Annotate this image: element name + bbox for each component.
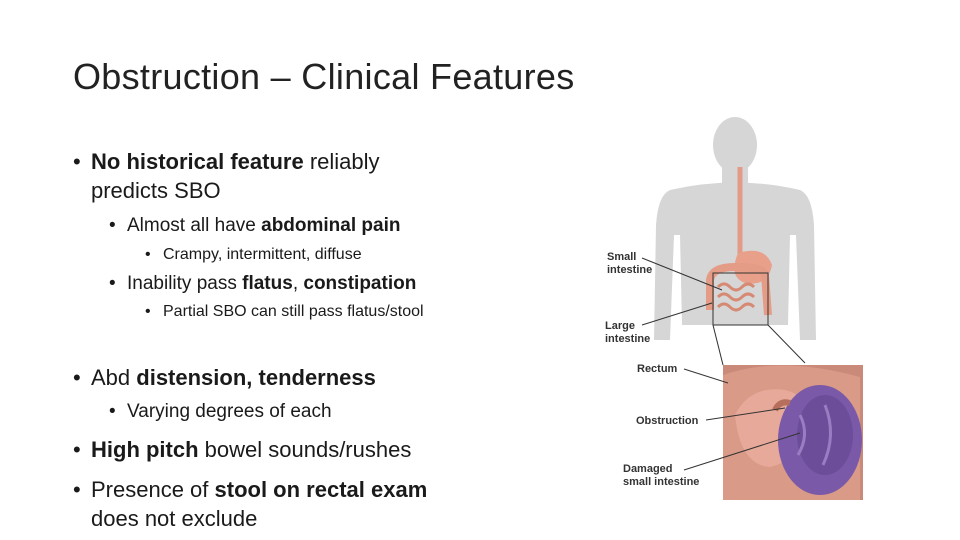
label-line: intestine: [607, 264, 653, 276]
bullet-text: bowel sounds/rushes: [198, 437, 412, 462]
label-small-intestine: Small intestine: [607, 251, 652, 277]
bullet-5: • Partial SBO can still pass flatus/stool: [145, 298, 424, 326]
focus-box: [712, 272, 769, 326]
body-silhouette: [654, 117, 816, 340]
slide-title: Obstruction – Clinical Features: [73, 56, 575, 97]
bullet-dot: •: [73, 365, 81, 390]
bullet-text: Varying degrees of each: [127, 401, 332, 422]
bullet-2: • Almost all have abdominal pain: [109, 212, 400, 240]
bullet-dot: •: [73, 437, 81, 462]
bullet-dot: •: [145, 246, 151, 263]
bullet-4: • Inability pass flatus, constipation: [109, 270, 416, 298]
bullet-1: • No historical feature reliably: [73, 148, 380, 176]
bullet-6: • Abd distension, tenderness: [73, 364, 376, 392]
bullet-bold: distension, tenderness: [136, 365, 376, 390]
bullet-dot: •: [145, 303, 151, 320]
label-rectum: Rectum: [637, 363, 678, 375]
bullet-bold: abdominal pain: [261, 215, 401, 236]
bullet-text: Crampy, intermittent, diffuse: [163, 246, 362, 263]
bullet-dot: •: [109, 401, 116, 422]
bullet-text: Partial SBO can still pass flatus/stool: [163, 303, 424, 320]
bullet-dot: •: [73, 477, 81, 502]
bullet-bold: High pitch: [91, 437, 199, 462]
label-damaged-small-intestine: Damaged small intestine: [623, 463, 699, 489]
bullet-dot: •: [73, 149, 81, 174]
bullet-text: Presence of: [91, 477, 215, 502]
bullet-text: Inability pass: [127, 273, 243, 294]
label-line: Small: [607, 251, 637, 263]
bullet-text: reliably: [303, 149, 380, 174]
bullet-9-continued: does not exclude: [91, 506, 258, 531]
small-intestine: [716, 282, 756, 312]
bullet-8: • High pitch bowel sounds/rushes: [73, 436, 411, 464]
bullet-bold: stool on rectal exam: [214, 477, 428, 502]
callout-lines: [641, 257, 801, 471]
label-large-intestine: Large intestine: [605, 320, 650, 346]
bullet-text: ,: [292, 273, 304, 294]
bullet-text: Almost all have: [127, 215, 262, 236]
bullet-3: • Crampy, intermittent, diffuse: [145, 241, 362, 269]
bullet-1-continued: predicts SBO: [91, 178, 221, 203]
label-line: Large: [605, 320, 635, 332]
label-line: Damaged: [623, 463, 673, 475]
label-line: small intestine: [623, 476, 700, 488]
label-obstruction: Obstruction: [636, 415, 699, 427]
bullet-dot: •: [109, 215, 116, 236]
bullet-dot: •: [109, 273, 116, 294]
label-line: intestine: [605, 333, 651, 345]
large-intestine: [706, 262, 772, 316]
bullet-bold: No historical feature: [91, 149, 304, 174]
bullet-bold: flatus: [242, 273, 293, 294]
anatomy-figure: Small intestine Large intestine Rectum O…: [600, 115, 870, 515]
bullet-7: • Varying degrees of each: [109, 398, 332, 426]
inset-view: [723, 365, 863, 500]
bullet-text: Abd: [91, 365, 137, 390]
bullet-bold: constipation: [303, 273, 417, 294]
anatomy-illustration: [641, 117, 863, 500]
bullet-9: • Presence of stool on rectal exam: [73, 476, 427, 504]
